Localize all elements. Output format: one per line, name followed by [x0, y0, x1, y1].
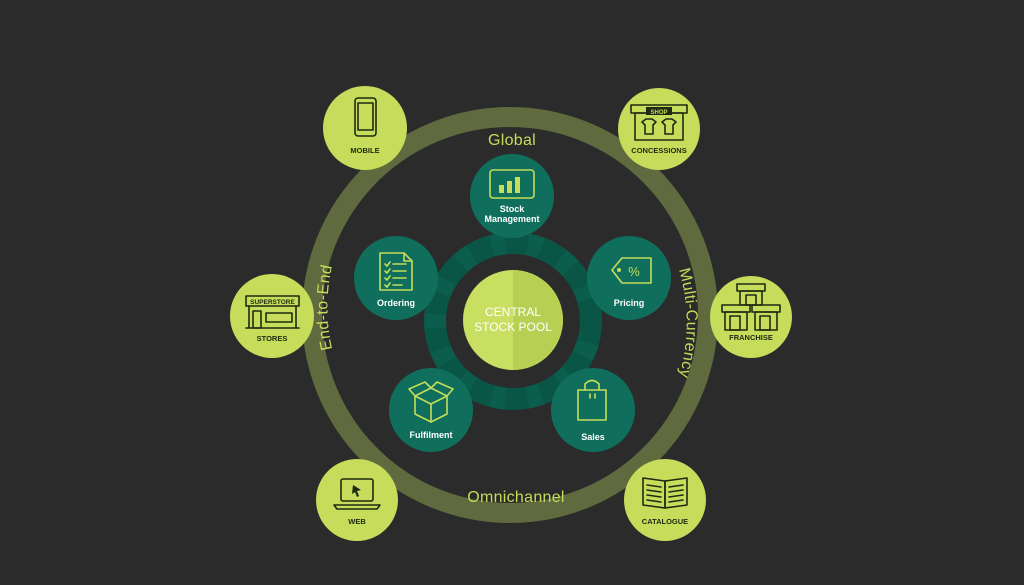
outer-node-web[interactable]: WEB — [316, 459, 398, 541]
center-label-line2: STOCK POOL — [474, 320, 552, 334]
laptop-icon — [333, 478, 381, 510]
shopping-bag-icon — [577, 379, 607, 421]
superstore-icon: SUPERSTORE — [245, 295, 300, 329]
svg-text:%: % — [628, 264, 640, 279]
inner-node-fulfilment[interactable]: Fulfilment — [389, 368, 473, 452]
price-tag-icon: % — [611, 257, 652, 284]
ring-label-omnichannel: Omnichannel — [467, 489, 565, 506]
shop-sign: SHOP — [650, 110, 667, 116]
sales-label: Sales — [581, 432, 605, 442]
outer-node-catalogue[interactable]: CATALOGUE — [624, 459, 706, 541]
inner-node-stock-management[interactable]: Stock Management — [470, 154, 554, 238]
catalogue-label: CATALOGUE — [642, 517, 688, 526]
stock-management-label-line2: Management — [484, 214, 539, 224]
stores-label: STORES — [257, 334, 288, 343]
stock-management-label-line1: Stock — [500, 204, 526, 214]
ring-label-end-to-end: End-to-End — [314, 263, 336, 352]
inner-cycle-ring — [424, 232, 602, 410]
outer-node-mobile[interactable]: MOBILE — [323, 86, 407, 170]
mobile-label: MOBILE — [350, 146, 379, 155]
outer-node-stores[interactable]: SUPERSTORE STORES — [230, 274, 314, 358]
pricing-label: Pricing — [614, 298, 645, 308]
ordering-label: Ordering — [377, 298, 415, 308]
center-label-line1: CENTRAL — [485, 305, 541, 319]
inner-node-pricing[interactable]: % Pricing — [587, 236, 671, 320]
checklist-icon — [379, 252, 413, 291]
outer-node-concessions[interactable]: SHOP CONCESSIONS — [618, 88, 700, 170]
inner-node-ordering[interactable]: Ordering — [354, 236, 438, 320]
outer-node-franchise[interactable]: FRANCHISE — [710, 276, 792, 358]
shop-icon: SHOP — [630, 104, 688, 141]
open-book-icon — [642, 477, 688, 509]
fulfilment-label: Fulfilment — [410, 430, 453, 440]
franchise-label: FRANCHISE — [729, 333, 773, 342]
central-stock-pool: CENTRAL STOCK POOL — [463, 270, 563, 370]
inner-node-sales[interactable]: Sales — [551, 368, 635, 452]
storefronts-icon — [721, 283, 781, 331]
tablet-chart-icon — [489, 169, 535, 199]
open-box-icon — [408, 381, 454, 423]
web-label: WEB — [348, 517, 366, 526]
concessions-label: CONCESSIONS — [631, 146, 686, 155]
superstore-sign: SUPERSTORE — [250, 299, 295, 306]
ring-label-global: Global — [488, 132, 536, 149]
smartphone-icon — [354, 97, 377, 137]
